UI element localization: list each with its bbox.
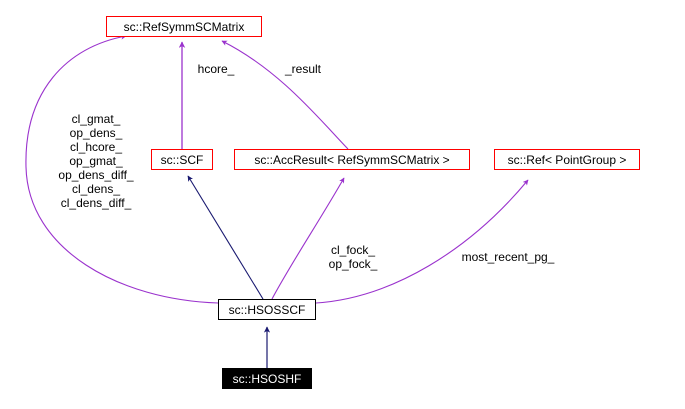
node-accresult-label: sc::AccResult< RefSymmSCMatrix > <box>254 152 450 167</box>
node-hsosscf[interactable]: sc::HSOSSCF <box>218 299 316 320</box>
edge-hsosscf-accresult <box>271 177 345 300</box>
node-refsymmscmatrix-label: sc::RefSymmSCMatrix <box>123 19 245 34</box>
node-scf[interactable]: sc::SCF <box>151 149 213 170</box>
edge-label-most-recent-pg: most_recent_pg_ <box>461 250 555 264</box>
edge-label-fock-members: cl_fock_ op_fock_ <box>328 243 378 271</box>
node-scf-label: sc::SCF <box>160 152 204 167</box>
node-refpointgroup[interactable]: sc::Ref< PointGroup > <box>494 149 640 170</box>
node-hsosscf-label: sc::HSOSSCF <box>228 302 306 317</box>
edge-accresult-refsymmscmatrix <box>221 40 349 150</box>
edge-label-left-members: cl_gmat_ op_dens_ cl_hcore_ op_gmat_ op_… <box>58 112 134 210</box>
edge-label-result: _result <box>284 62 322 76</box>
node-hsoshf-label: sc::HSOSHF <box>232 371 302 386</box>
node-refsymmscmatrix[interactable]: sc::RefSymmSCMatrix <box>106 16 262 37</box>
node-refpointgroup-label: sc::Ref< PointGroup > <box>507 152 627 167</box>
node-hsoshf[interactable]: sc::HSOSHF <box>222 368 312 389</box>
edge-hsosscf-refpointgroup <box>315 179 529 304</box>
edge-label-hcore: hcore_ <box>197 62 235 76</box>
edge-hsosscf-refsymmscmatrix <box>25 34 219 304</box>
node-accresult[interactable]: sc::AccResult< RefSymmSCMatrix > <box>234 149 470 170</box>
edge-hsosscf-scf <box>187 175 264 300</box>
